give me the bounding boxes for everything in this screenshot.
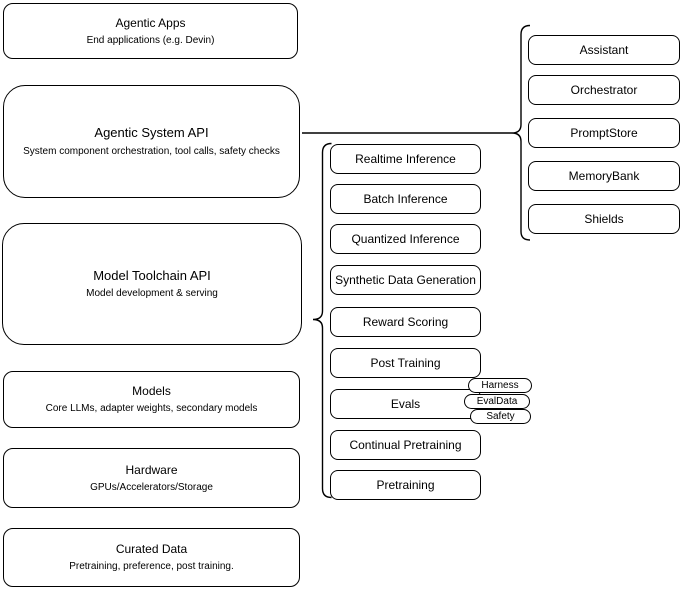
layer-title: Curated Data [115,542,188,556]
layer-models: Models Core LLMs, adapter weights, secon… [3,371,300,428]
layer-title: Agentic System API [94,125,209,141]
eval-tag-safety: Safety [470,409,531,424]
component-promptstore: PromptStore [528,118,680,148]
brace-toolchain [312,142,332,499]
layer-title: Hardware [125,462,178,477]
toolchain-item-continual-pretraining: Continual Pretraining [330,430,481,460]
toolchain-item-post-training: Post Training [330,348,481,378]
layer-subtitle: GPUs/Accelerators/Storage [90,481,213,493]
layer-curated-data: Curated Data Pretraining, preference, po… [3,528,300,587]
toolchain-item-evals: Evals [330,389,481,419]
toolchain-item-batch-inference: Batch Inference [330,184,481,214]
eval-tag-evaldata: EvalData [464,394,530,409]
component-shields: Shields [528,204,680,234]
layer-subtitle: Model development & serving [86,288,218,300]
layer-agentic-system-api: Agentic System API System component orch… [3,85,300,198]
layer-subtitle: Core LLMs, adapter weights, secondary mo… [45,403,258,414]
layer-title: Agentic Apps [115,15,186,30]
eval-tag-harness: Harness [468,378,532,393]
layer-subtitle: Pretraining, preference, post training. [69,561,234,572]
toolchain-item-pretraining: Pretraining [330,470,481,500]
layer-hardware: Hardware GPUs/Accelerators/Storage [3,448,300,508]
toolchain-item-reward-scoring: Reward Scoring [330,307,481,337]
toolchain-item-quantized-inference: Quantized Inference [330,224,481,254]
component-orchestrator: Orchestrator [528,75,680,105]
component-assistant: Assistant [528,35,680,65]
layer-title: Model Toolchain API [93,267,211,283]
layer-title: Models [132,384,171,398]
layer-model-toolchain-api: Model Toolchain API Model development & … [2,223,302,345]
layer-subtitle: System component orchestration, tool cal… [23,145,280,157]
toolchain-item-synthetic-data-generation: Synthetic Data Generation [330,265,481,295]
component-memorybank: MemoryBank [528,161,680,191]
layer-subtitle: End applications (e.g. Devin) [86,34,215,46]
layer-agentic-apps: Agentic Apps End applications (e.g. Devi… [3,3,298,59]
toolchain-item-realtime-inference: Realtime Inference [330,144,481,174]
